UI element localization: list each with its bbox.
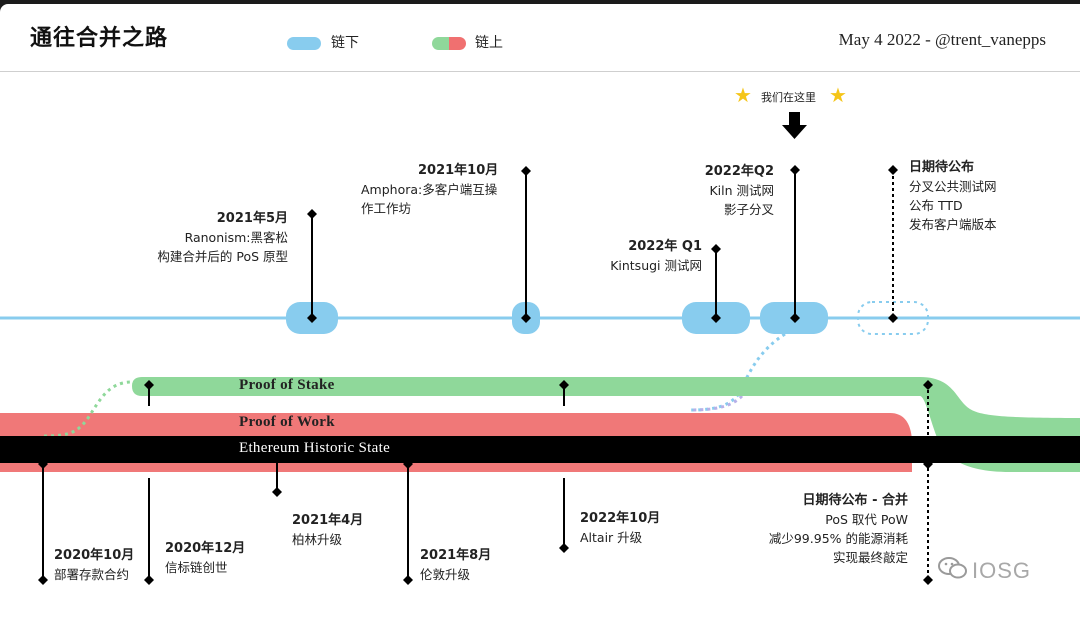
wechat-icon [938, 556, 968, 586]
offchain-event: 2021年10月 Amphora:多客户端互操 作工作坊 [361, 163, 499, 216]
onchain-event: 2020年10月 部署存款合约 [54, 548, 135, 582]
onchain-event: 日期待公布 - 合并 PoS 取代 PoW 减少99.95% 的能源消耗 实现最… [768, 493, 908, 565]
offchain-event: 2022年Q2 Kiln 测试网 影子分叉 [704, 164, 774, 217]
onchain-stems [42, 390, 929, 580]
current-position-arrow [782, 112, 807, 139]
historic-band [0, 436, 1080, 463]
star-icon: ★ [829, 83, 847, 107]
onchain-event: 2021年4月 柏林升级 [292, 513, 364, 547]
watermark: IOSG [938, 556, 1031, 586]
historic-band-label: Ethereum Historic State [239, 440, 391, 456]
watermark-text: IOSG [972, 558, 1032, 583]
star-icon: ★ [734, 83, 752, 107]
onchain-event: 2020年12月 信标链创世 [165, 541, 246, 575]
merge-connector [689, 394, 744, 412]
onchain-event: 2021年8月 伦敦升级 [420, 548, 492, 582]
legend-offchain-swatch [287, 37, 321, 50]
current-marker-label: 我们在这里 [761, 91, 816, 104]
author-credit: May 4 2022 - @trent_vanepps [838, 30, 1046, 49]
offchain-stems [311, 170, 894, 318]
offchain-diamonds [307, 165, 898, 323]
offchain-event: 日期待公布 分叉公共测试网 公布 TTD 发布客户端版本 [909, 160, 997, 232]
onchain-diamonds [38, 459, 933, 585]
offchain-event: 2022年 Q1 Kintsugi 测试网 [610, 239, 702, 273]
legend-offchain-label: 链下 [331, 35, 359, 51]
onchain-event: 2022年10月 Altair 升级 [580, 511, 661, 545]
pos-start-connector [43, 380, 133, 438]
legend-onchain-swatch [432, 37, 466, 50]
roadmap-card: 通往合并之路 链下 链上 May 4 2022 - @trent_vanepps [0, 4, 1080, 618]
offchain-event: 2021年5月 Ranonism:黑客松 构建合并后的 PoS 原型 [157, 211, 288, 264]
header-divider [0, 71, 1080, 72]
page-title: 通往合并之路 [30, 26, 169, 51]
pos-band-label: Proof of Stake [239, 377, 335, 393]
offchain-connector [689, 332, 786, 412]
pow-band-label: Proof of Work [239, 414, 335, 430]
legend-onchain-label: 链上 [475, 35, 503, 51]
